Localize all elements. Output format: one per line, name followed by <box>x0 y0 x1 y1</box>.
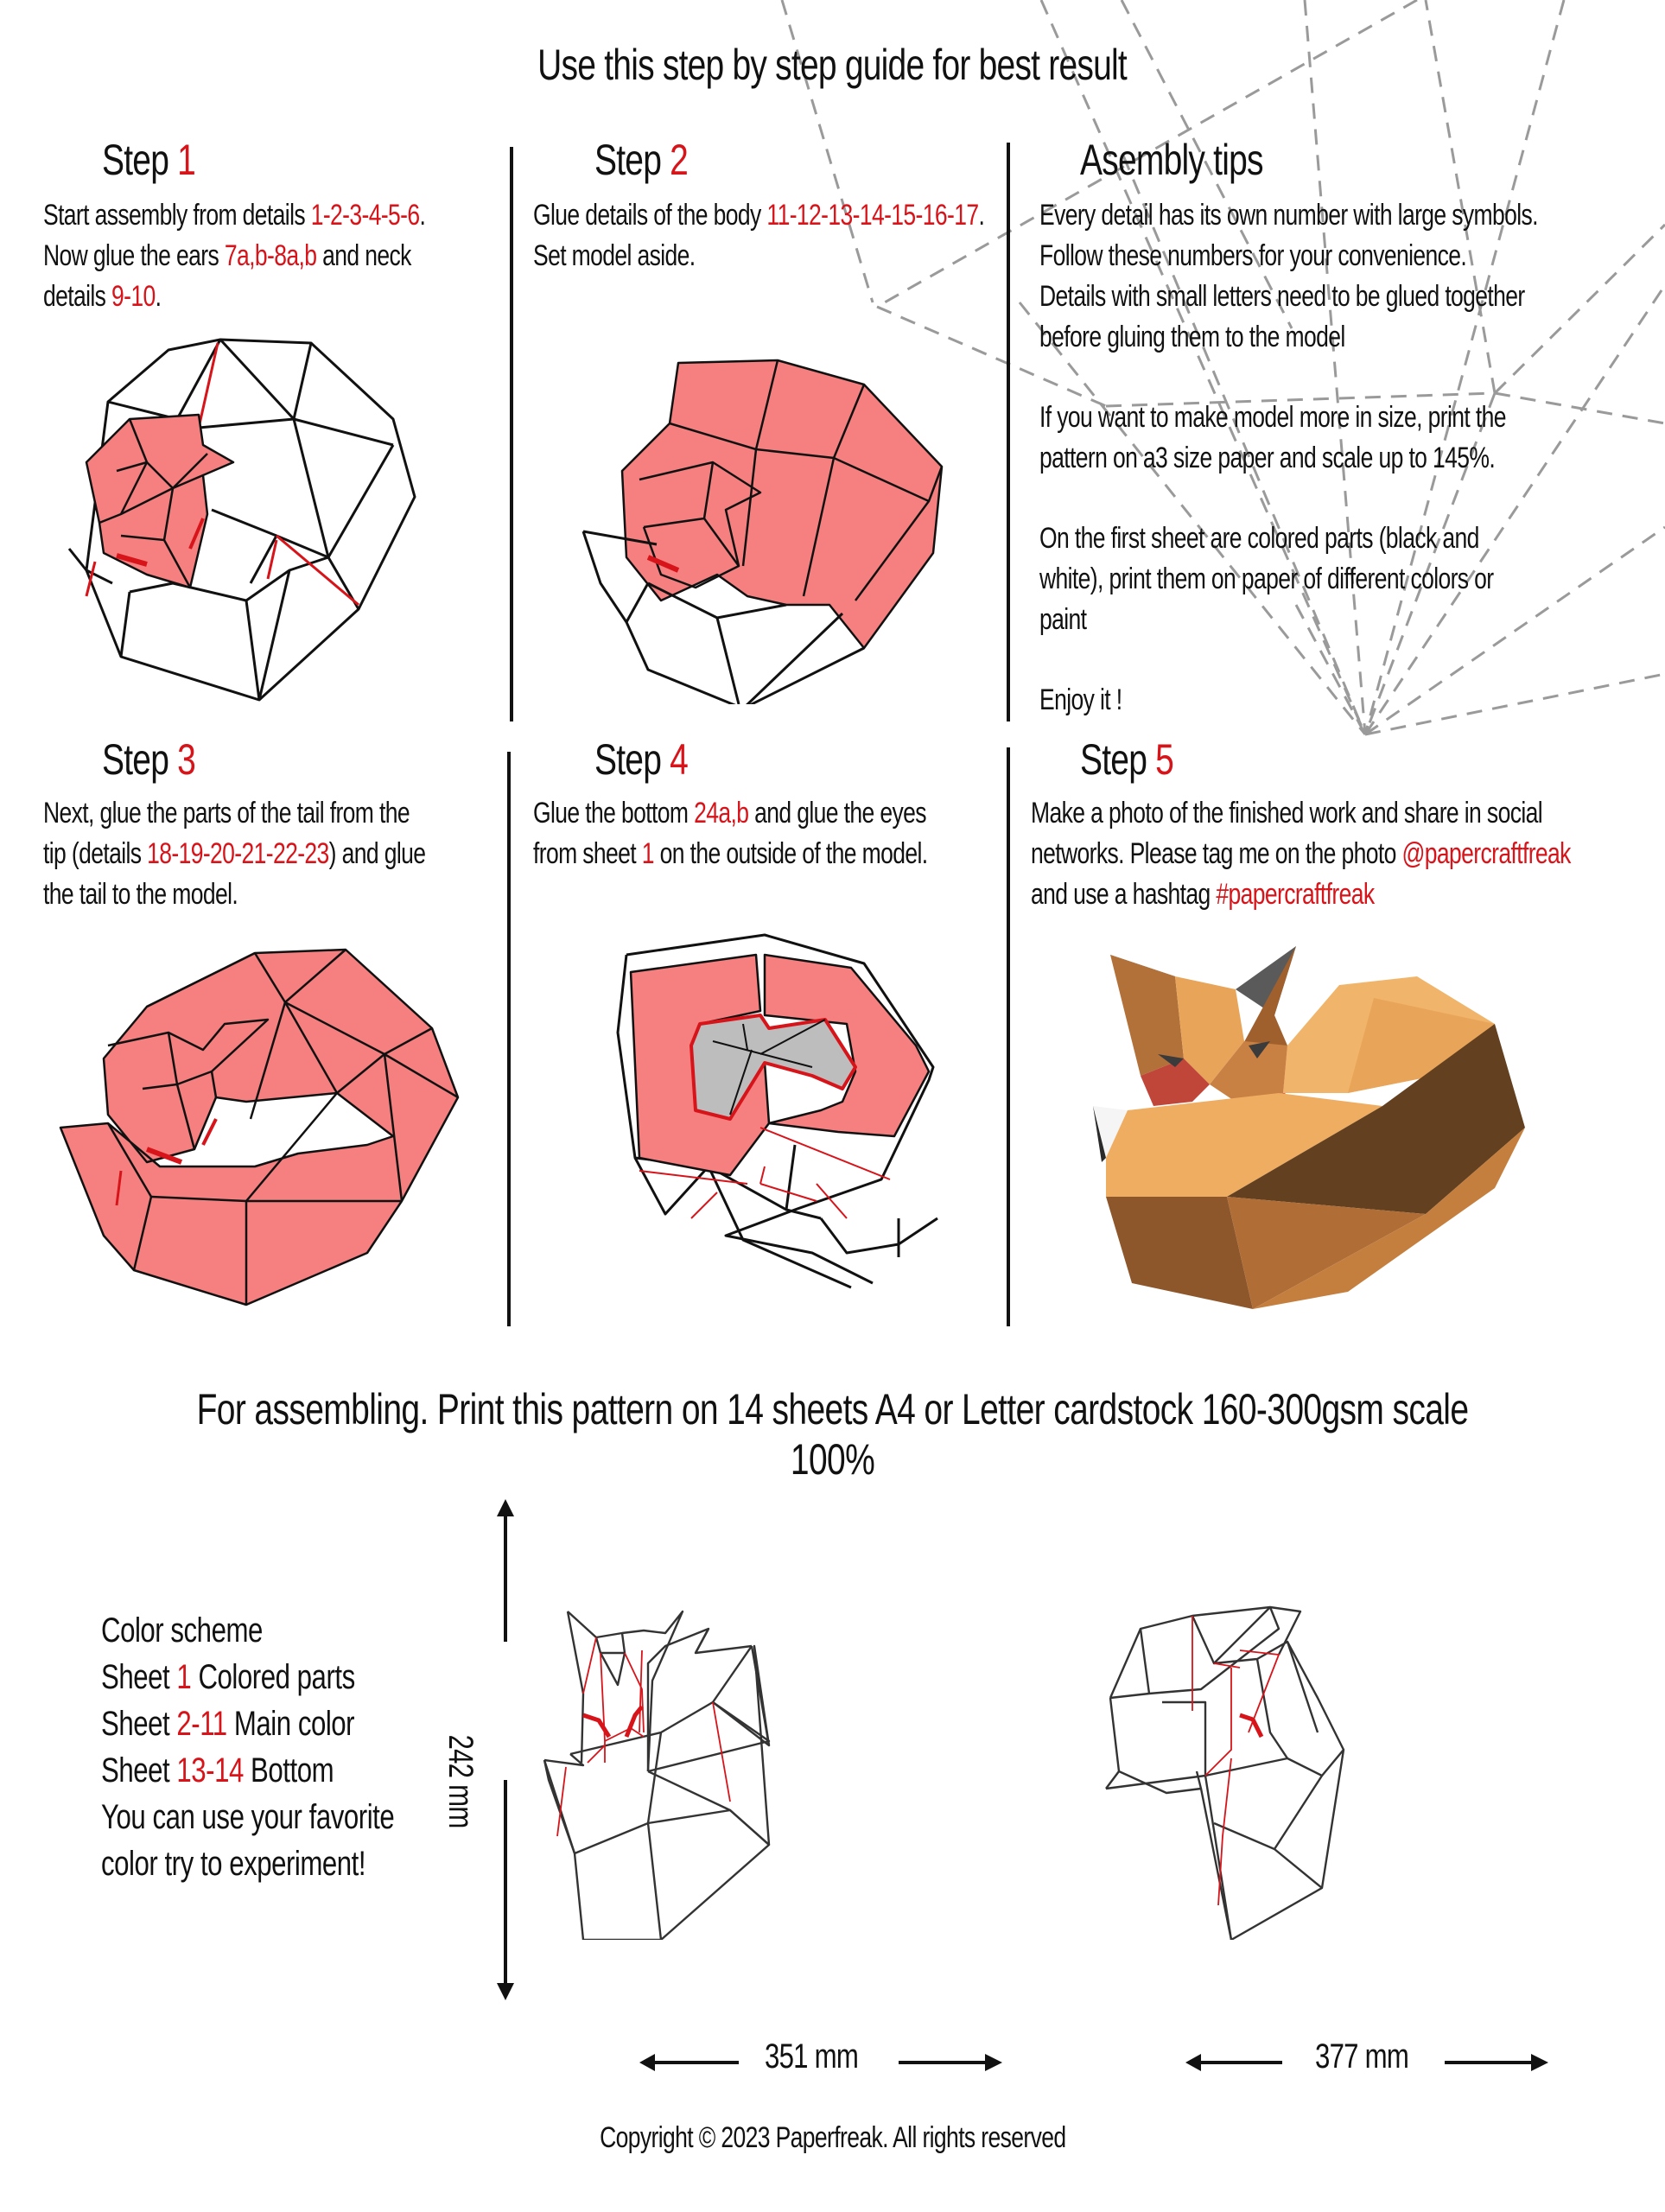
step-description: Start assembly from details 1-2-3-4-5-6.… <box>43 195 556 317</box>
side-width-label: 377 mm <box>1315 2037 1409 2075</box>
text-line: details 9-10. <box>43 280 162 313</box>
side-view-outline <box>1105 1605 1345 1940</box>
color-scheme-line: Sheet 1 Colored parts <box>101 1658 355 1696</box>
text-line: from sheet 1 on the outside of the model… <box>533 837 928 870</box>
step-description: Glue details of the body 11-12-13-14-15-… <box>533 195 1045 276</box>
color-scheme-line: You can use your favorite <box>101 1798 395 1836</box>
height-dimension-arrow <box>497 1499 514 2000</box>
column-divider <box>507 752 511 1326</box>
finished-fox-photo <box>1093 946 1525 1309</box>
text-line: Next, glue the parts of the tail from th… <box>43 797 410 830</box>
text-line: Glue the bottom 24a,b and glue the eyes <box>533 797 926 830</box>
step-description: Glue the bottom 24a,b and glue the eyes … <box>533 793 1045 874</box>
color-scheme-line: color try to experiment! <box>101 1845 366 1883</box>
step-description: Make a photo of the finished work and sh… <box>1031 793 1665 915</box>
copyright-notice: Copyright © 2023 Paperfreak. All rights … <box>599 2121 1066 2154</box>
page-title-wrap: Use this step by step guide for best res… <box>0 40 1665 90</box>
text-line: Start assembly from details 1-2-3-4-5-6. <box>43 199 426 232</box>
tips-paragraph: Every detail has its own number with lar… <box>1039 199 1539 353</box>
text-line: Now glue the ears 7a,b-8a,b and neck <box>43 239 411 272</box>
social-handle-link[interactable]: @papercraftfreak <box>1401 837 1572 870</box>
step-heading: Step 4 <box>594 735 689 784</box>
text-line: Set model aside. <box>533 239 696 272</box>
text-line: Make a photo of the finished work and sh… <box>1031 797 1543 830</box>
print-note-wrap: For assembling. Print this pattern on 14… <box>0 1384 1665 1484</box>
footer: Copyright © 2023 Paperfreak. All rights … <box>0 2121 1665 2155</box>
step-1-illustration <box>67 338 416 702</box>
front-width-label: 351 mm <box>765 2037 859 2075</box>
step-heading: Step 2 <box>594 136 689 184</box>
hashtag-link[interactable]: #papercraftfreak <box>1216 878 1375 911</box>
column-divider <box>1007 143 1010 721</box>
double-arrow-icon <box>1185 2054 1548 2071</box>
text-line: networks. Please tag me on the photo @pa… <box>1031 837 1572 870</box>
step-heading: Step 3 <box>102 735 196 784</box>
step-heading: Step 1 <box>102 136 196 184</box>
color-scheme: Color scheme Sheet 1 Colored parts Sheet… <box>101 1607 479 1887</box>
column-divider <box>510 147 513 721</box>
step-description: Next, glue the parts of the tail from th… <box>43 793 556 915</box>
step-3-illustration <box>59 948 460 1306</box>
tips-body: Every detail has its own number with lar… <box>1039 195 1646 721</box>
color-scheme-line: Sheet 13-14 Bottom <box>101 1751 334 1789</box>
front-view-outline <box>543 1610 771 1940</box>
side-width-dimension: 377 mm <box>1185 2037 1548 2084</box>
front-width-dimension: 351 mm <box>639 2037 1002 2084</box>
tips-heading: Asembly tips <box>1080 136 1264 184</box>
print-instructions: For assembling. Print this pattern on 14… <box>196 1385 1469 1484</box>
text-line: the tail to the model. <box>43 878 238 911</box>
color-scheme-line: Sheet 2-11 Main color <box>101 1705 355 1743</box>
tips-paragraph: If you want to make model more in size, … <box>1039 401 1506 474</box>
height-dimension-label: 242 mm <box>442 1734 480 1828</box>
color-scheme-title: Color scheme <box>101 1611 263 1649</box>
page-title: Use this step by step guide for best res… <box>537 41 1128 89</box>
text-line: tip (details 18-19-20-21-22-23) and glue <box>43 837 426 870</box>
text-line: Glue details of the body 11-12-13-14-15-… <box>533 199 985 232</box>
step-4-illustration <box>616 933 938 1289</box>
step-2-illustration <box>581 359 944 704</box>
step-heading: Step 5 <box>1080 735 1174 784</box>
double-arrow-icon <box>639 2054 1002 2071</box>
text-line: and use a hashtag #papercraftfreak <box>1031 878 1375 911</box>
tips-paragraph: Enjoy it ! <box>1039 683 1122 716</box>
tips-paragraph: On the first sheet are colored parts (bl… <box>1039 522 1494 636</box>
column-divider <box>1007 747 1010 1326</box>
